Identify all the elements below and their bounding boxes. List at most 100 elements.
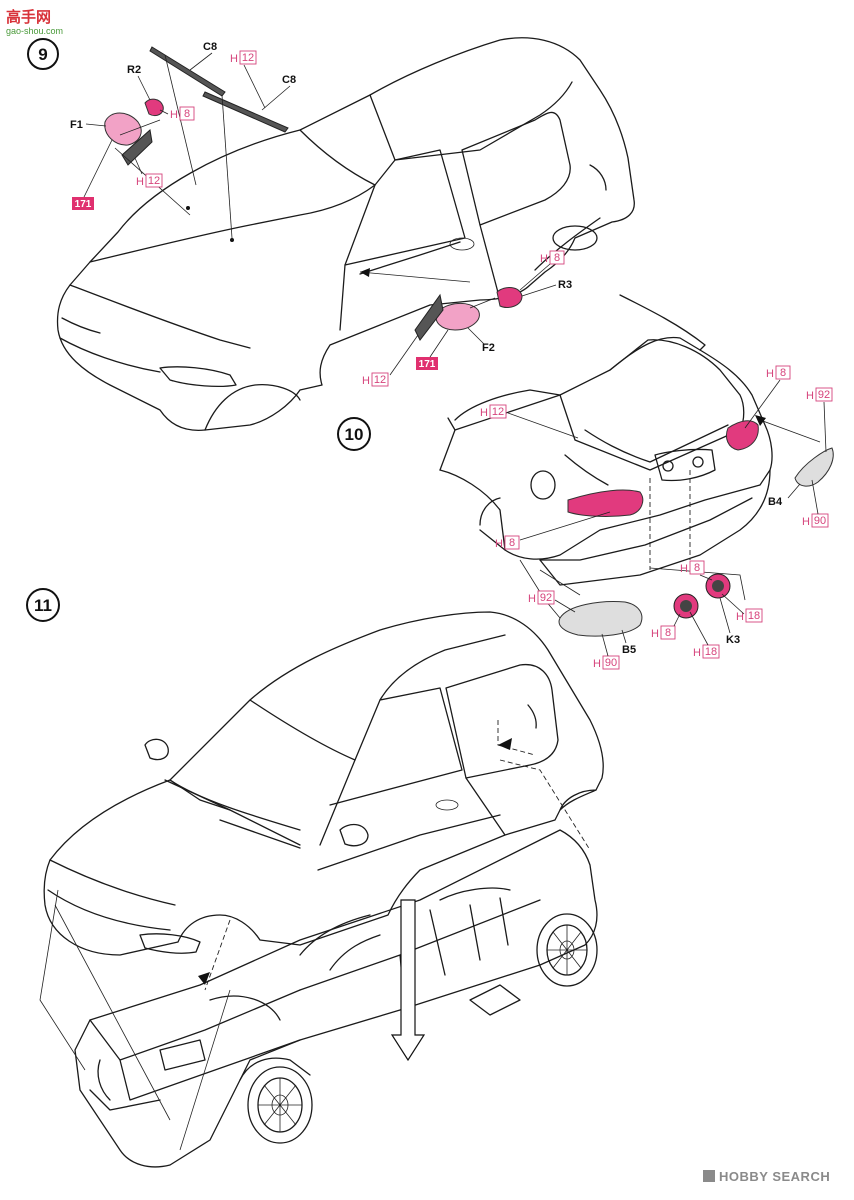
hobby-search-logo-icon	[703, 1170, 715, 1182]
svg-text:18: 18	[705, 646, 717, 658]
labels-step-10: H 12 H 8 H 92 B4 H 90 H 8	[480, 365, 833, 670]
paint-h12-wiper: H 12	[230, 50, 266, 109]
watermark-top-text: 高手网	[6, 8, 51, 26]
label-c8-a: C8	[203, 41, 217, 53]
step-10-circle	[337, 417, 371, 451]
svg-text:92: 92	[818, 389, 830, 401]
svg-text:H: H	[802, 516, 810, 528]
svg-text:H: H	[593, 658, 601, 670]
svg-text:H: H	[736, 611, 744, 623]
svg-text:8: 8	[694, 562, 700, 574]
watermark-bottom-text: HOBBY SEARCH	[719, 1169, 830, 1184]
svg-text:12: 12	[374, 374, 386, 386]
front-wheel	[247, 1066, 313, 1144]
lens-b5-part	[558, 601, 643, 637]
svg-text:H: H	[480, 407, 488, 419]
svg-text:8: 8	[509, 537, 515, 549]
paint-h92-b4: H 92	[806, 387, 833, 453]
label-k3: K3	[726, 634, 740, 646]
mirror-r3-part	[496, 287, 523, 309]
svg-text:12: 12	[492, 406, 504, 418]
svg-text:H: H	[680, 563, 688, 575]
step-9: 9	[27, 37, 635, 431]
step-11-number: 11	[34, 596, 52, 615]
svg-text:H: H	[806, 390, 814, 402]
svg-text:8: 8	[184, 108, 190, 120]
svg-text:8: 8	[665, 627, 671, 639]
label-f2: F2	[482, 342, 495, 354]
assembly-arrow	[39, 738, 591, 1151]
paint-h12-f1: H 12	[134, 157, 163, 188]
label-f1: F1	[70, 119, 83, 131]
tail-light-left	[567, 489, 644, 517]
wiper-blade-1	[149, 46, 226, 97]
tail-light-right	[725, 420, 759, 451]
label-r3: R3	[558, 279, 572, 291]
wiper-parts	[149, 46, 289, 242]
mirror-f2-base	[414, 293, 444, 341]
car-rear-step-10	[439, 294, 773, 586]
step-9-circle	[27, 38, 59, 70]
labels-step-9: C8 C8 R2 F1 R3 F2 H 12 H 8 H 12	[70, 41, 572, 387]
label-b5: B5	[622, 644, 636, 656]
svg-text:H: H	[136, 176, 144, 188]
svg-text:12: 12	[148, 175, 160, 187]
paint-h8-tail-left: H 8	[495, 511, 611, 550]
mirror-f2-part	[435, 303, 480, 331]
rear-wheel	[536, 913, 598, 987]
svg-text:H: H	[362, 375, 370, 387]
svg-text:8: 8	[554, 252, 560, 264]
svg-text:18: 18	[748, 610, 760, 622]
svg-text:H: H	[540, 253, 548, 265]
svg-text:H: H	[230, 53, 238, 65]
svg-text:171: 171	[419, 359, 436, 370]
reflector-k3-a	[673, 593, 699, 619]
car-body-step-9	[56, 37, 635, 431]
svg-text:92: 92	[540, 592, 552, 604]
chassis-step-11	[74, 829, 598, 1168]
svg-text:H: H	[170, 109, 178, 121]
paint-h18-k3-a: H 18	[721, 593, 763, 623]
svg-text:H: H	[528, 593, 536, 605]
svg-text:12: 12	[242, 52, 254, 64]
step-11: 11	[26, 588, 604, 1168]
badge-171-f2: 171	[416, 329, 449, 370]
mirror-f1-base	[121, 129, 153, 166]
svg-text:H: H	[693, 647, 701, 659]
paint-h8-tail-right: H 8	[744, 365, 791, 429]
lens-b4-part	[794, 447, 834, 487]
mirror-f1-part	[104, 112, 142, 146]
paint-h8-r2: H 8	[159, 106, 195, 121]
down-arrow	[390, 899, 426, 1062]
paint-h90-b4: H 90	[802, 479, 829, 528]
mirror-f1-group	[104, 98, 164, 166]
step-10: 10	[337, 294, 834, 637]
svg-text:90: 90	[605, 657, 617, 669]
paint-h18-k3-b: H 18	[689, 611, 720, 659]
watermark-top: 高手网 gao-shou.com	[6, 8, 63, 36]
badge-171-f1: 171	[72, 139, 113, 210]
step-10-number: 10	[345, 425, 364, 444]
step-11-circle	[26, 588, 60, 622]
paint-h12-window: H 12	[480, 404, 579, 439]
step-9-number: 9	[38, 45, 47, 64]
watermark-bottom: HOBBY SEARCH	[703, 1169, 830, 1184]
reflector-k3-b	[705, 573, 731, 599]
paint-h90-b5: H 90	[593, 633, 620, 670]
mirror-r2-part	[144, 98, 164, 117]
svg-text:H: H	[766, 368, 774, 380]
paint-h8-r3: H 8	[519, 250, 565, 291]
wiper-blade-2	[202, 91, 289, 133]
car-body-step-11	[43, 611, 604, 956]
paint-h92-b5: H 92	[528, 590, 576, 613]
svg-text:H: H	[495, 538, 503, 550]
mirror-f2-group	[414, 287, 523, 341]
label-b4: B4	[768, 496, 783, 508]
label-r2: R2	[127, 64, 141, 76]
watermark-top-sub: gao-shou.com	[6, 26, 63, 36]
svg-text:H: H	[651, 628, 659, 640]
paint-h12-f2: H 12	[362, 334, 419, 387]
paint-h8-k3-a: H 8	[680, 560, 713, 581]
paint-h8-k3-b: H 8	[651, 613, 681, 640]
